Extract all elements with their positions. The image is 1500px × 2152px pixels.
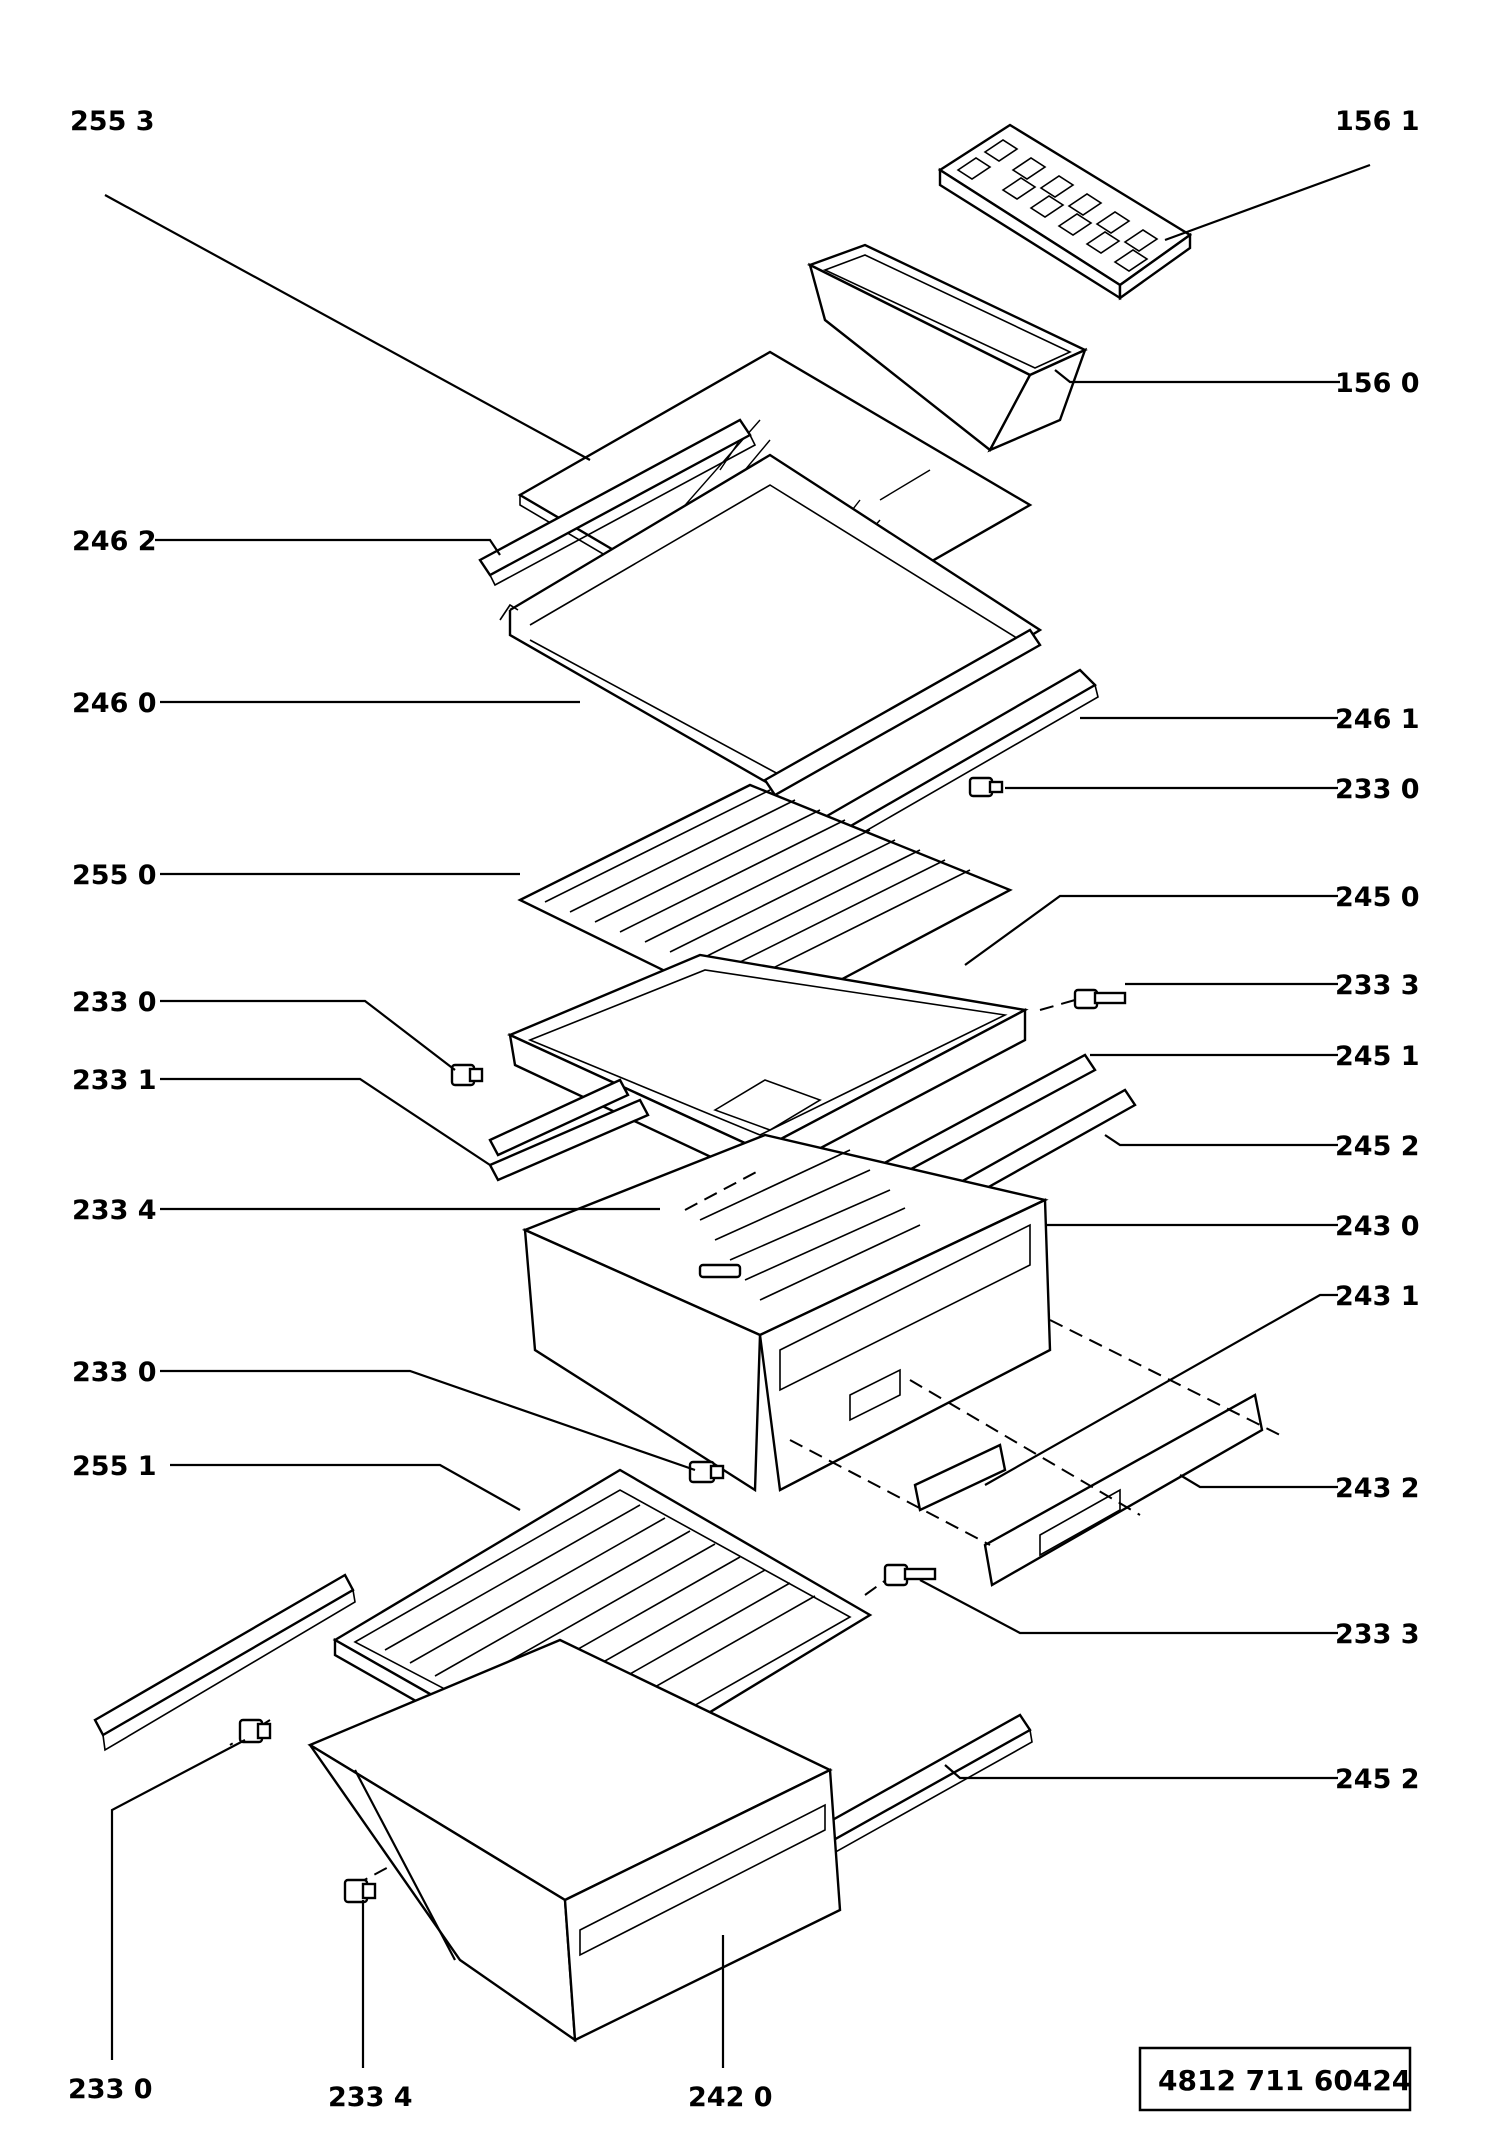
callout-245-2-upper: 245 2 [1335,1131,1420,1162]
callout-233-1: 233 1 [72,1065,157,1096]
callout-243-2: 243 2 [1335,1473,1420,1504]
callout-233-3-upper: 233 3 [1335,970,1420,1001]
ice-cube-tray [937,123,1193,301]
fixing-clip [450,1063,484,1087]
fixing-clip [968,776,1004,798]
drawer-front-panel [983,1393,1264,1587]
fixing-clip [688,1460,725,1484]
side-rail-left-lower [93,1573,356,1752]
wire-shelf [517,783,1013,1022]
callout-246-2: 246 2 [72,526,157,557]
callout-156-0: 156 0 [1335,368,1420,399]
callout-255-3: 255 3 [70,106,155,137]
document-code: 4812 711 60424 [1158,2064,1411,2097]
drawer-handle [913,1443,1007,1512]
callout-233-0-lower: 233 0 [72,1357,157,1388]
callout-242-0: 242 0 [688,2082,773,2113]
callout-233-0-middle: 233 0 [72,987,157,1018]
shelf-front-rail [763,628,1042,797]
callout-233-4-upper: 233 4 [72,1195,157,1226]
callout-245-0: 245 0 [1335,882,1420,913]
callout-labels: 255 3 156 1 156 0 246 2 246 0 246 1 233 … [68,106,1420,2113]
callout-245-1: 245 1 [1335,1041,1420,1072]
callout-245-2-lower: 245 2 [1335,1764,1420,1795]
callout-255-1: 255 1 [72,1451,157,1482]
callout-233-0-top: 233 0 [1335,774,1420,805]
fixing-clip [883,1563,937,1587]
fixing-clip [238,1718,272,1744]
crisper-drawer [521,1133,1052,1493]
callout-233-0-bottom: 233 0 [68,2074,153,2105]
callout-246-0: 246 0 [72,688,157,719]
side-rail-left-middle [488,1078,650,1182]
fixing-clip [343,1878,377,1904]
callout-243-1: 243 1 [1335,1281,1420,1312]
fixing-clip [1073,988,1127,1010]
callout-243-0: 243 0 [1335,1211,1420,1242]
callout-233-3-lower: 233 3 [1335,1619,1420,1650]
callout-233-4-bottom: 233 4 [328,2082,413,2113]
callout-255-0: 255 0 [72,860,157,891]
lower-vegetable-drawer [307,1638,842,2043]
callout-156-1: 156 1 [1335,106,1420,137]
callout-246-1: 246 1 [1335,704,1420,735]
leader-lines [104,163,1371,2068]
storage-bin [806,243,1088,453]
side-rail-left-upper [478,418,757,587]
document-code-box: 4812 711 60424 [1138,2046,1411,2112]
